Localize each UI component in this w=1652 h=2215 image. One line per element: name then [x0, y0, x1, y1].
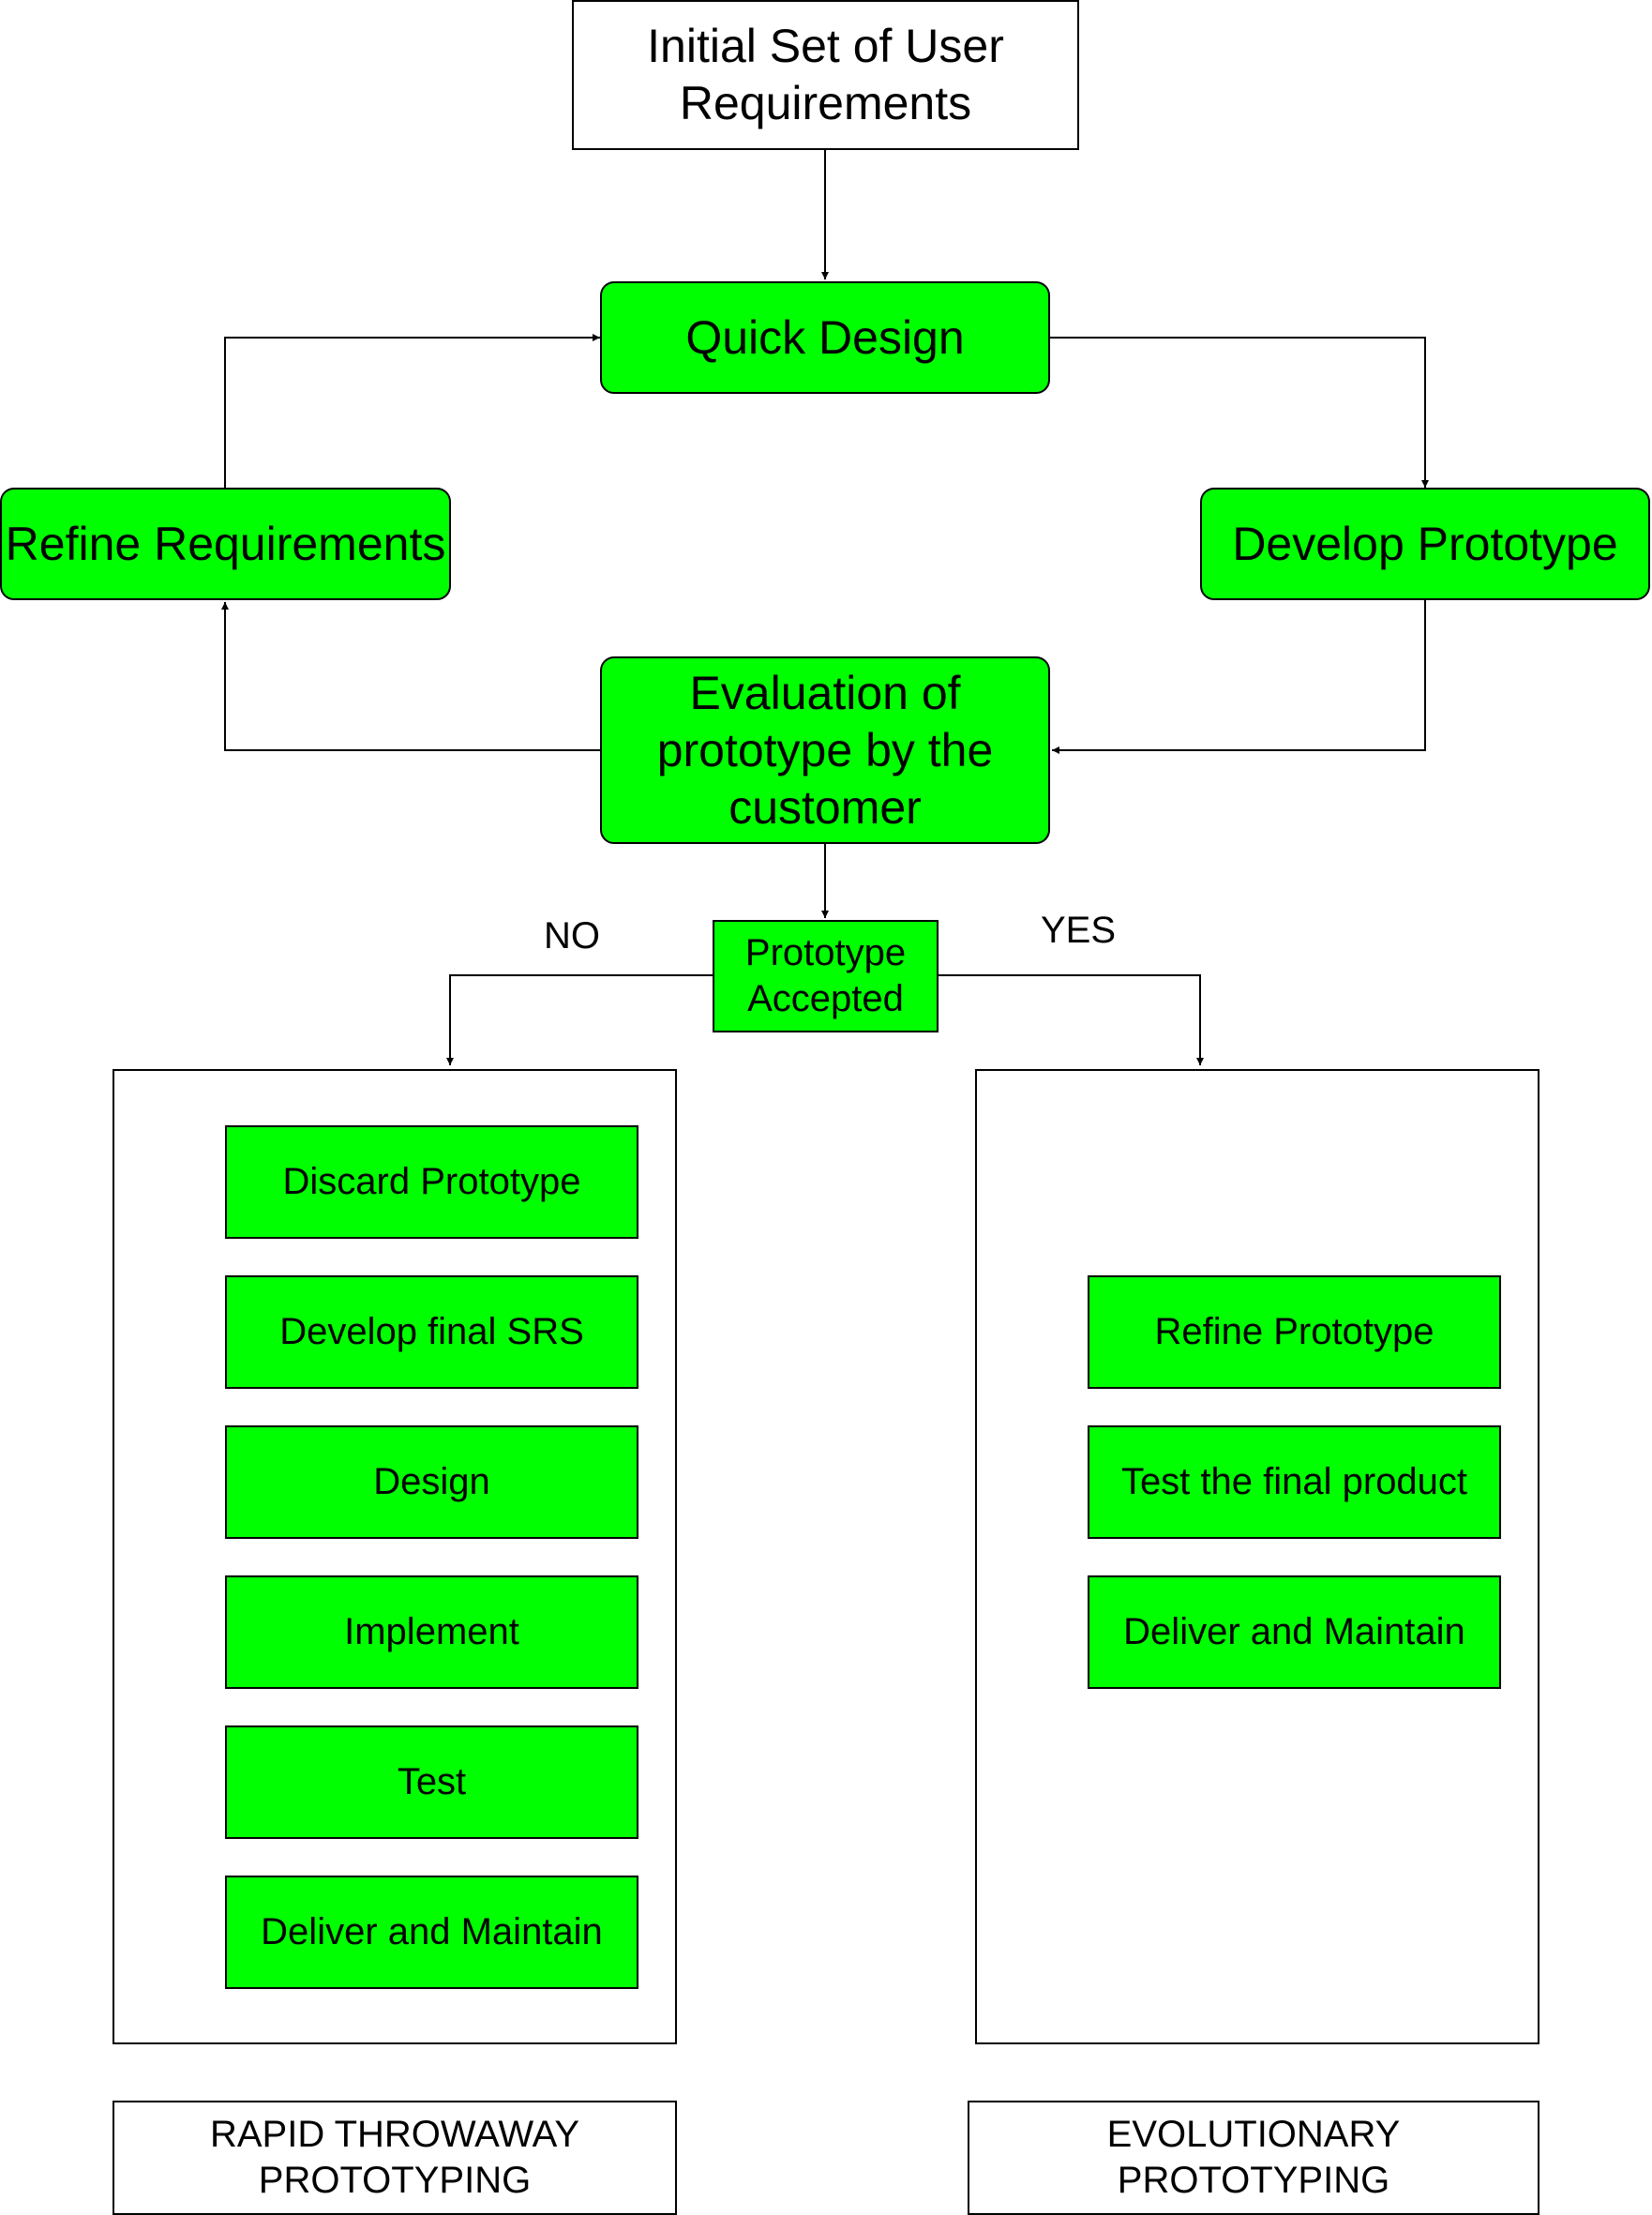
arrow-evaluation-to-refine-requirements	[221, 602, 600, 751]
evo-step-label: Deliver and Maintain	[1123, 1611, 1465, 1653]
rapid-step-discard-prototype: Discard Prototype	[225, 1125, 638, 1239]
rapid-step-test: Test	[225, 1725, 638, 1839]
no-branch-label: NO	[544, 915, 600, 957]
rapid-step-label: Discard Prototype	[282, 1161, 581, 1203]
rapid-step-develop-final-srs: Develop final SRS	[225, 1275, 638, 1389]
quick-design-label: Quick Design	[685, 310, 965, 364]
rapid-step-label: Design	[373, 1461, 490, 1503]
evo-step-deliver-and-maintain: Deliver and Maintain	[1088, 1575, 1501, 1689]
prototype-accepted-label: Prototype Accepted	[744, 932, 907, 1019]
evo-step-test-final-product: Test the final product	[1088, 1425, 1501, 1539]
rapid-step-deliver-and-maintain: Deliver and Maintain	[225, 1876, 638, 1989]
evaluation-box: Evaluation of prototype by the customer	[600, 656, 1050, 844]
rapid-step-label: Implement	[344, 1611, 519, 1653]
initial-requirements-box: Initial Set of User Requirements	[572, 0, 1079, 150]
initial-requirements-label: Initial Set of User Requirements	[647, 20, 1004, 129]
evo-step-label: Test the final product	[1120, 1461, 1468, 1503]
evolutionary-caption: EVOLUTIONARY PROTOTYPING	[968, 2101, 1539, 2215]
develop-prototype-box: Develop Prototype	[1200, 488, 1650, 600]
evo-step-label: Refine Prototype	[1154, 1311, 1434, 1353]
rapid-step-label: Deliver and Maintain	[261, 1911, 603, 1953]
evolutionary-panel	[975, 1069, 1539, 2044]
prototype-accepted-decision: Prototype Accepted	[713, 920, 939, 1032]
quick-design-box: Quick Design	[600, 281, 1050, 394]
rapid-step-label: Test	[397, 1761, 467, 1803]
evo-step-refine-prototype: Refine Prototype	[1088, 1275, 1501, 1389]
arrow-quick-design-to-develop-prototype	[1050, 337, 1429, 488]
arrow-develop-prototype-to-evaluation	[1052, 600, 1426, 754]
yes-branch-label: YES	[1041, 910, 1117, 951]
rapid-step-label: Develop final SRS	[279, 1311, 584, 1353]
arrow-decision-yes-branch	[938, 974, 1204, 1065]
rapid-step-design: Design	[225, 1425, 638, 1539]
evaluation-label: Evaluation of prototype by the customer	[656, 666, 994, 834]
develop-prototype-label: Develop Prototype	[1232, 517, 1618, 570]
arrow-decision-no-branch	[446, 974, 713, 1065]
rapid-step-implement: Implement	[225, 1575, 638, 1689]
rapid-caption-label: RAPID THROWAWAY PROTOTYPING	[209, 2114, 580, 2201]
evolutionary-caption-label: EVOLUTIONARY PROTOTYPING	[1106, 2114, 1401, 2201]
refine-requirements-label: Refine Requirements	[5, 517, 446, 570]
arrow-refine-requirements-to-quick-design	[224, 334, 600, 488]
rapid-throwaway-caption: RAPID THROWAWAY PROTOTYPING	[113, 2101, 677, 2215]
refine-requirements-box: Refine Requirements	[0, 488, 451, 600]
